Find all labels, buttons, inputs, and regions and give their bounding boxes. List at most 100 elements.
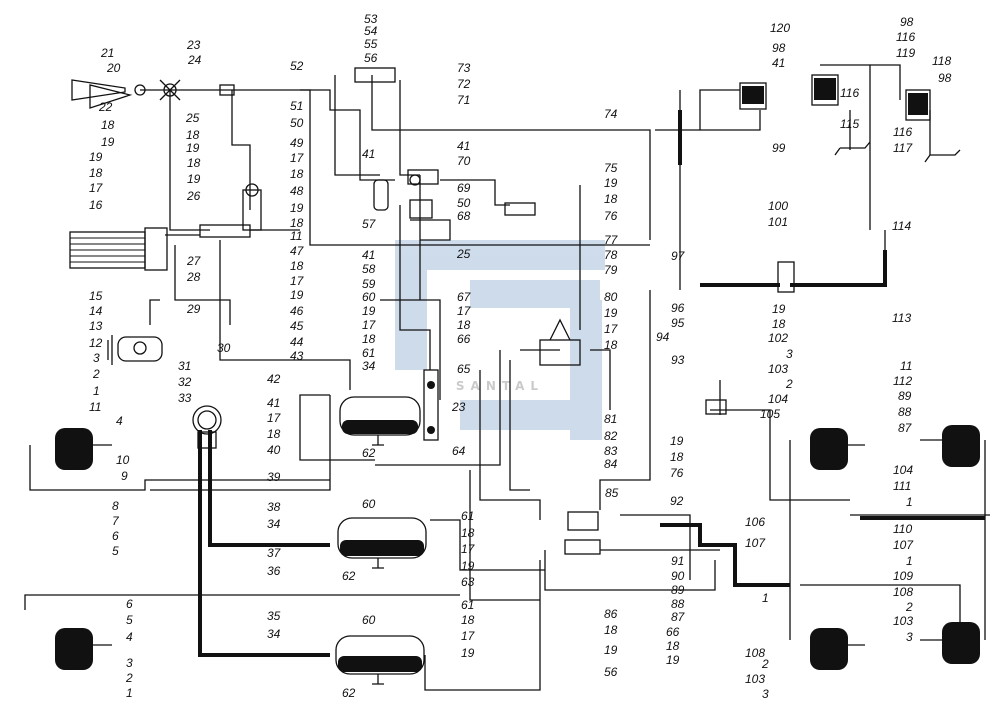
callout-c10: 10 xyxy=(116,453,130,467)
callout-c2a: 2 xyxy=(92,367,100,381)
callout-c89a: 89 xyxy=(898,389,912,403)
callout-c19h: 19 xyxy=(461,559,475,573)
callout-c41c: 41 xyxy=(362,248,375,262)
callout-c20: 20 xyxy=(106,61,121,75)
callout-c115: 115 xyxy=(840,117,859,131)
callout-c34b: 34 xyxy=(267,517,281,531)
valve-block-53 xyxy=(354,67,396,83)
callout-c19n: 19 xyxy=(666,653,680,667)
callout-c17h: 17 xyxy=(461,629,476,643)
callout-c19k: 19 xyxy=(604,306,618,320)
callout-c42: 42 xyxy=(267,372,281,386)
callout-c5b: 5 xyxy=(126,613,133,627)
callout-c78: 78 xyxy=(604,248,618,262)
callout-c21: 21 xyxy=(100,46,114,60)
callout-c66b: 66 xyxy=(666,625,680,639)
callout-c55: 55 xyxy=(364,37,378,51)
callout-c17e: 17 xyxy=(457,304,472,318)
callout-c3e: 3 xyxy=(762,687,769,701)
callout-c12: 12 xyxy=(89,336,103,350)
callout-c31: 31 xyxy=(178,359,191,373)
callout-c46: 46 xyxy=(290,304,304,318)
callout-c8: 8 xyxy=(112,499,119,513)
callout-c4a: 4 xyxy=(116,414,123,428)
callout-c56b: 56 xyxy=(604,665,618,679)
callout-c89b: 89 xyxy=(671,583,685,597)
callout-c61b: 61 xyxy=(461,509,474,523)
callout-c48: 48 xyxy=(290,184,304,198)
callout-c28: 28 xyxy=(186,270,201,284)
callout-c1a: 1 xyxy=(93,384,100,398)
callout-c61a: 61 xyxy=(362,346,375,360)
callout-c80: 80 xyxy=(604,290,618,304)
components xyxy=(55,67,980,685)
relay-valve-23-icon xyxy=(423,369,439,441)
callout-c68: 68 xyxy=(457,209,471,223)
callout-c62c: 62 xyxy=(342,686,356,700)
callout-c104b: 104 xyxy=(893,463,913,477)
callout-c86: 86 xyxy=(604,607,618,621)
callout-c77: 77 xyxy=(604,233,619,247)
callout-c84: 84 xyxy=(604,457,618,471)
callout-c103c: 103 xyxy=(745,672,765,686)
pipelines xyxy=(24,64,990,691)
callout-c50b: 50 xyxy=(457,196,471,210)
callout-c85: 85 xyxy=(605,486,619,500)
callout-c18l: 18 xyxy=(461,613,475,627)
callout-c87a: 87 xyxy=(898,421,913,435)
callout-c17f: 17 xyxy=(267,411,282,425)
callout-c14: 14 xyxy=(89,304,103,318)
callout-c17b: 17 xyxy=(290,151,305,165)
horn-valve-icon xyxy=(159,79,235,101)
callout-c116a: 116 xyxy=(896,30,915,44)
callout-c108a: 108 xyxy=(893,585,913,599)
callout-c105: 105 xyxy=(760,407,780,421)
callout-c19f: 19 xyxy=(290,288,304,302)
callout-c38: 38 xyxy=(267,500,281,514)
callout-c18b: 18 xyxy=(186,128,200,142)
callout-c22: 22 xyxy=(98,100,113,114)
callout-c26: 26 xyxy=(186,189,201,203)
drain-valve-62-icons xyxy=(372,435,384,685)
callout-c67: 67 xyxy=(457,290,472,304)
receiver-60-bottom-icon xyxy=(335,635,425,675)
callout-c15: 15 xyxy=(89,289,103,303)
callout-c19g: 19 xyxy=(362,304,376,318)
callout-c61c: 61 xyxy=(461,598,474,612)
callout-c1b: 1 xyxy=(126,686,133,700)
callout-c114: 114 xyxy=(892,219,911,233)
brake-chamber-far-right-rear-icon xyxy=(920,622,980,664)
callout-c19c: 19 xyxy=(89,150,103,164)
callout-c17d: 17 xyxy=(362,318,377,332)
callout-c18g: 18 xyxy=(290,259,304,273)
callout-c19i: 19 xyxy=(461,646,475,660)
callout-c107a: 107 xyxy=(893,538,914,552)
callout-c76b: 76 xyxy=(670,466,684,480)
callout-c110: 110 xyxy=(893,522,912,536)
callout-c65: 65 xyxy=(457,362,471,376)
callout-c3a: 3 xyxy=(93,351,100,365)
callout-c1e: 1 xyxy=(762,591,769,605)
callout-c92: 92 xyxy=(670,494,684,508)
callout-c30: 30 xyxy=(217,341,231,355)
callout-c99: 99 xyxy=(772,141,786,155)
callout-c27: 27 xyxy=(186,254,202,268)
callout-c82: 82 xyxy=(604,429,618,443)
callout-c94: 94 xyxy=(656,330,670,344)
callout-c59: 59 xyxy=(362,277,376,291)
callout-c24: 24 xyxy=(187,53,202,67)
callout-c23b: 23 xyxy=(451,400,466,414)
callout-c7: 7 xyxy=(112,514,120,528)
callout-c18n: 18 xyxy=(604,338,618,352)
callout-c36: 36 xyxy=(267,564,281,578)
brake-chamber-mid-right-icon xyxy=(810,428,865,470)
brake-valve-79-icon xyxy=(539,318,581,366)
callout-c41a: 41 xyxy=(362,147,375,161)
callout-c60a: 60 xyxy=(362,290,376,304)
callout-c1c: 1 xyxy=(906,495,913,509)
callout-c93: 93 xyxy=(671,353,685,367)
callout-c4b: 4 xyxy=(126,630,133,644)
horn-icon xyxy=(71,79,146,109)
callout-c17i: 17 xyxy=(604,322,619,336)
